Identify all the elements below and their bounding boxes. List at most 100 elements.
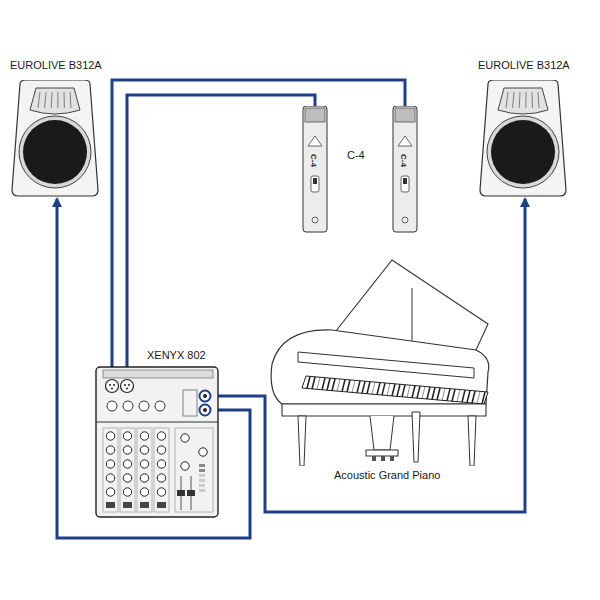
microphone-node: C-4	[298, 106, 332, 234]
drawing-part	[317, 377, 320, 389]
drawing-part	[347, 380, 350, 392]
piano-leg	[412, 412, 420, 462]
knob	[123, 446, 131, 454]
knob	[157, 432, 165, 440]
mute-button	[106, 502, 115, 508]
line-jack	[107, 401, 117, 411]
drawing-part	[126, 388, 128, 390]
knob	[123, 474, 131, 482]
speaker	[10, 80, 100, 198]
level-led	[199, 489, 205, 492]
drawing-part	[203, 408, 207, 412]
level-led	[199, 469, 205, 472]
master-section	[175, 428, 213, 512]
drawing-part	[382, 383, 385, 395]
drawing-part	[402, 385, 405, 397]
pedal	[381, 456, 385, 461]
audio-cable	[57, 199, 250, 538]
drawing-part	[19, 116, 91, 188]
drawing-part	[403, 178, 407, 184]
horn-slot	[51, 92, 53, 108]
mute-button	[123, 502, 132, 508]
drawing-part	[472, 391, 475, 403]
drawing-part	[183, 390, 197, 416]
drawing-part	[327, 378, 330, 390]
drawing-part	[402, 217, 408, 223]
audio-cable	[127, 95, 315, 380]
channel-strip	[120, 428, 135, 512]
speaker-cabinet	[480, 80, 566, 196]
drawing-part	[313, 178, 317, 184]
microphone	[388, 106, 422, 234]
drawing-part	[357, 381, 360, 393]
microphone-node: C-4	[388, 106, 422, 234]
knob	[157, 488, 165, 496]
horn-slot	[519, 92, 521, 108]
knob	[123, 488, 131, 496]
drawing-part	[462, 390, 465, 402]
knob	[123, 432, 131, 440]
channel-strip	[137, 428, 152, 512]
drawing-part	[482, 392, 485, 404]
keyboard	[302, 376, 488, 404]
audio-cable	[212, 199, 525, 512]
knob	[140, 488, 148, 496]
drawing-part	[322, 378, 325, 390]
piano-node: Acoustic Grand Piano	[262, 254, 498, 490]
speaker-horn	[498, 88, 548, 114]
mute-button	[140, 502, 149, 508]
knob	[157, 460, 165, 468]
knob	[157, 474, 165, 482]
level-led	[199, 479, 205, 482]
drawing-part	[477, 391, 480, 403]
xlr-input	[106, 380, 119, 393]
line-jack	[123, 401, 133, 411]
drawing-part	[203, 394, 207, 398]
drawing-part	[457, 390, 460, 402]
knob	[106, 488, 114, 496]
horn-slot	[45, 92, 46, 108]
speaker-cabinet	[12, 80, 98, 196]
instrument-label: Acoustic Grand Piano	[334, 468, 440, 482]
horn-slot	[525, 92, 526, 108]
drawing-part	[387, 384, 390, 396]
horn-slot	[57, 92, 58, 108]
knob	[106, 432, 114, 440]
horn-slot	[70, 92, 71, 108]
group-label: C-4	[347, 148, 365, 162]
drawing-part	[96, 422, 218, 423]
drawing-part	[342, 380, 345, 392]
drawing-part	[111, 388, 113, 390]
pedal	[390, 456, 394, 461]
level-led	[199, 474, 205, 477]
knob	[199, 448, 207, 456]
drawing-part	[397, 384, 400, 396]
knob	[106, 460, 114, 468]
mixer	[95, 366, 220, 520]
horn-slot	[538, 92, 539, 108]
speaker-node: EUROLIVE B312A	[10, 58, 110, 198]
drawing-part	[128, 384, 130, 386]
pedal	[372, 456, 376, 461]
drawing-part	[407, 385, 410, 397]
channel-strip	[154, 428, 169, 512]
horn-slot	[38, 92, 40, 108]
xlr-input	[121, 380, 134, 393]
music-desk	[298, 352, 474, 378]
speaker	[478, 80, 568, 198]
drawing-part	[422, 387, 425, 399]
knob	[181, 462, 189, 470]
knob	[157, 446, 165, 454]
mixer-housing	[96, 367, 218, 517]
microphone	[298, 106, 332, 234]
drawing-part	[392, 384, 395, 396]
drawing-part	[312, 377, 315, 389]
knob	[140, 432, 148, 440]
drawing-part	[452, 389, 455, 401]
piano-body	[271, 330, 489, 404]
mic-switch	[401, 176, 409, 192]
drawing-part	[307, 377, 310, 389]
mixer-node: XENYX 802	[95, 348, 220, 520]
drawing-part	[367, 382, 370, 394]
